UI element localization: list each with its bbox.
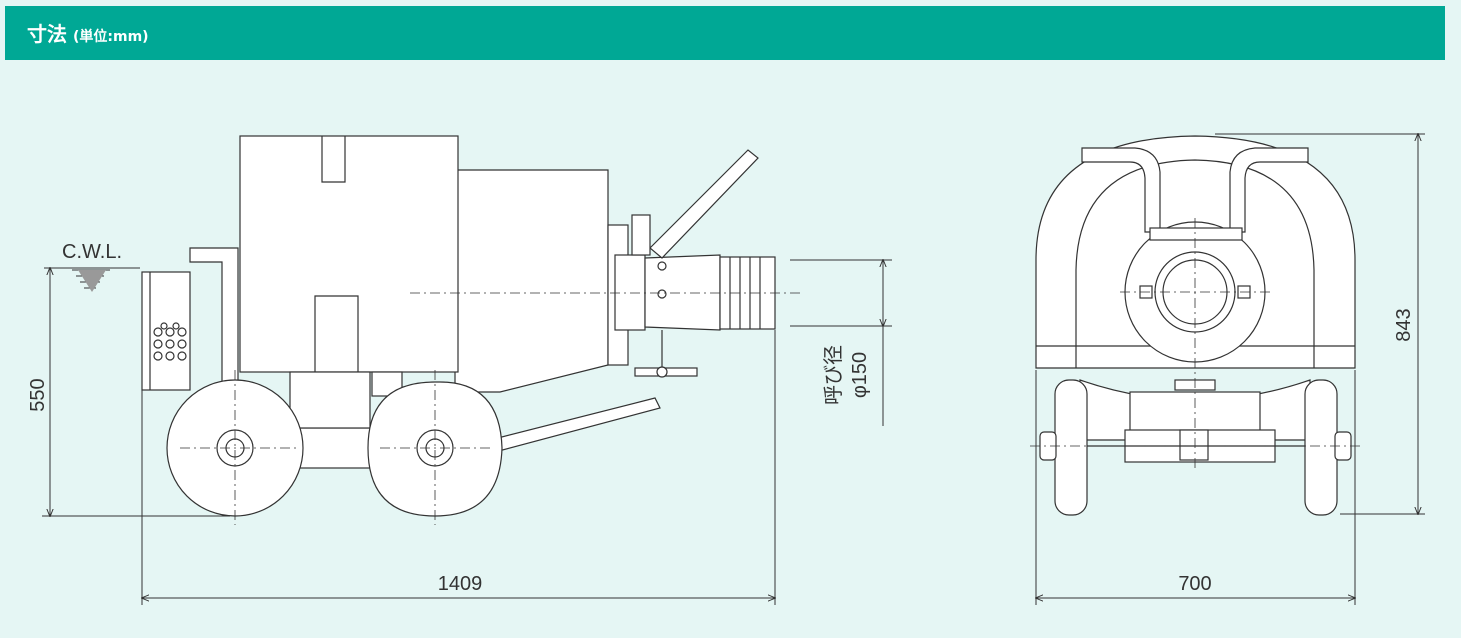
discharge-lever — [649, 149, 759, 259]
discharge-outlet — [644, 254, 721, 331]
lifting-lug — [321, 136, 346, 183]
side-view — [141, 135, 800, 525]
bore-value: φ150 — [849, 352, 871, 398]
height-dim-550-text: 550 — [27, 378, 49, 411]
height-dimension-550 — [42, 268, 230, 516]
bore-dimension — [790, 260, 892, 426]
height-dimension-843 — [1215, 134, 1425, 514]
section-header: 寸法 (単位:mm) — [5, 6, 1445, 60]
hose-coupling — [719, 256, 776, 330]
height-dim-843-text: 843 — [1393, 308, 1415, 341]
strainer-holes — [153, 322, 187, 361]
cwl-label: C.W.L. — [62, 241, 122, 263]
title-text: 寸法 — [27, 22, 67, 46]
unit-label: (単位:mm) — [73, 29, 149, 45]
width-dim-700-text: 700 — [1178, 573, 1211, 595]
right-wheel — [1304, 379, 1338, 516]
left-wheel — [1054, 379, 1088, 516]
front-view — [1030, 135, 1360, 516]
tow-handle — [489, 397, 661, 453]
lifting-handle — [1081, 147, 1161, 233]
cwl-marker — [44, 267, 140, 292]
section-title: 寸法 (単位:mm) — [27, 22, 149, 49]
width-dimension-700 — [1036, 370, 1355, 605]
motor-body — [239, 135, 459, 373]
pump-casing — [454, 169, 609, 393]
length-dimension-1409 — [142, 330, 775, 605]
length-dim-1409-text: 1409 — [438, 573, 483, 595]
bore-label: 呼び径 — [822, 345, 845, 405]
